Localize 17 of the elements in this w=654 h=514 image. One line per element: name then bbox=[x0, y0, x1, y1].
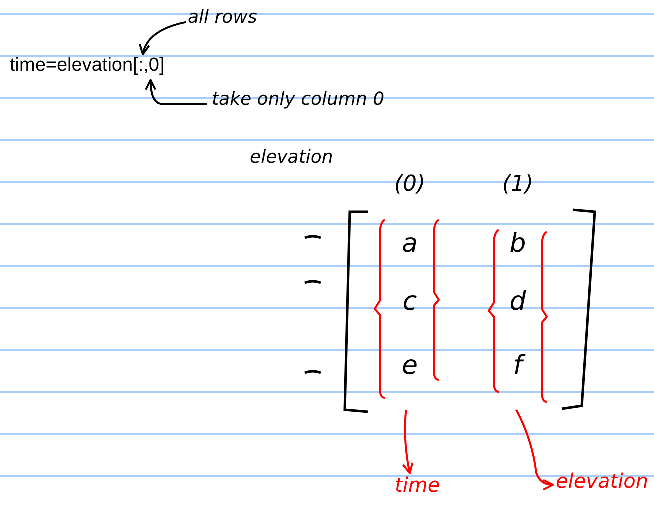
matrix-entry: a bbox=[402, 230, 418, 260]
code-line: time=elevation[:,0] bbox=[10, 55, 165, 77]
column-index: (1) bbox=[502, 172, 534, 198]
matrix-entry: b bbox=[510, 230, 526, 260]
arrow bbox=[402, 410, 414, 474]
arrow bbox=[140, 21, 186, 56]
column-index: (0) bbox=[394, 172, 426, 198]
matrix-entry: d bbox=[510, 288, 526, 318]
matrix-entry: c bbox=[402, 288, 418, 318]
matrix-entry: e bbox=[402, 352, 418, 382]
handwritten-note: all rows bbox=[188, 8, 258, 29]
handwritten-note: take only column 0 bbox=[212, 90, 385, 111]
arrow bbox=[516, 410, 554, 490]
matrix-heading: elevation bbox=[250, 148, 334, 169]
arrow bbox=[145, 79, 208, 105]
handwritten-note: time bbox=[395, 474, 440, 497]
handwritten-note: elevation bbox=[556, 470, 649, 493]
